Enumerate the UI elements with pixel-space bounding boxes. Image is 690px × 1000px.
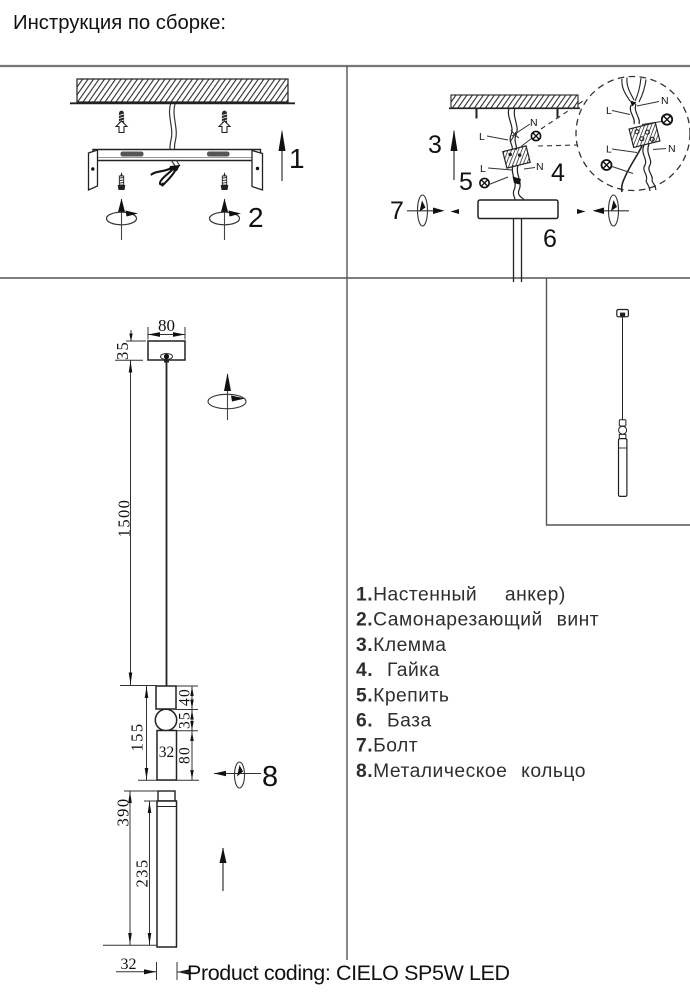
svg-text:3.Клемма: 3.Клемма <box>356 635 447 656</box>
svg-text:35: 35 <box>177 711 194 729</box>
svg-text:L: L <box>606 144 612 156</box>
svg-text:155: 155 <box>128 723 147 752</box>
svg-text:35: 35 <box>113 341 132 360</box>
svg-text:40: 40 <box>177 688 194 706</box>
svg-text:6: 6 <box>543 225 557 253</box>
svg-text:7.Болт: 7.Болт <box>356 736 418 757</box>
svg-text:32: 32 <box>159 744 175 761</box>
svg-text:N: N <box>536 161 544 173</box>
svg-text:N: N <box>661 95 669 107</box>
svg-text:L: L <box>606 105 612 117</box>
svg-text:80: 80 <box>158 316 175 335</box>
svg-text:390: 390 <box>114 798 133 827</box>
svg-text:5.Крепить: 5.Крепить <box>356 685 449 706</box>
svg-text:8.Металическое кольцо: 8.Металическое кольцо <box>356 761 586 782</box>
svg-text:80: 80 <box>177 746 194 764</box>
svg-text:1500: 1500 <box>115 499 134 538</box>
svg-text:4. Гайка: 4. Гайка <box>356 660 440 681</box>
svg-text:2.Самонарезающий винт: 2.Самонарезающий винт <box>356 610 599 631</box>
svg-text:Product coding: CIELO SP5W LED: Product coding: CIELO SP5W LED <box>187 961 510 985</box>
svg-text:5: 5 <box>459 168 473 196</box>
svg-text:3: 3 <box>428 131 442 159</box>
svg-text:4: 4 <box>551 159 565 187</box>
svg-text:8: 8 <box>262 761 278 793</box>
svg-text:L: L <box>479 131 485 143</box>
svg-text:N: N <box>530 117 538 129</box>
svg-text:6. База: 6. База <box>356 711 432 732</box>
svg-text:7: 7 <box>390 197 404 225</box>
svg-text:32: 32 <box>121 956 137 973</box>
svg-text:Инструкция по сборке:: Инструкция по сборке: <box>13 12 226 34</box>
svg-text:L: L <box>480 163 486 175</box>
svg-text:2: 2 <box>248 202 264 233</box>
svg-text:1: 1 <box>289 143 305 174</box>
svg-text:235: 235 <box>133 859 152 888</box>
svg-text:N: N <box>668 143 676 155</box>
svg-text:1.Настенный анкер): 1.Настенный анкер) <box>356 585 566 606</box>
